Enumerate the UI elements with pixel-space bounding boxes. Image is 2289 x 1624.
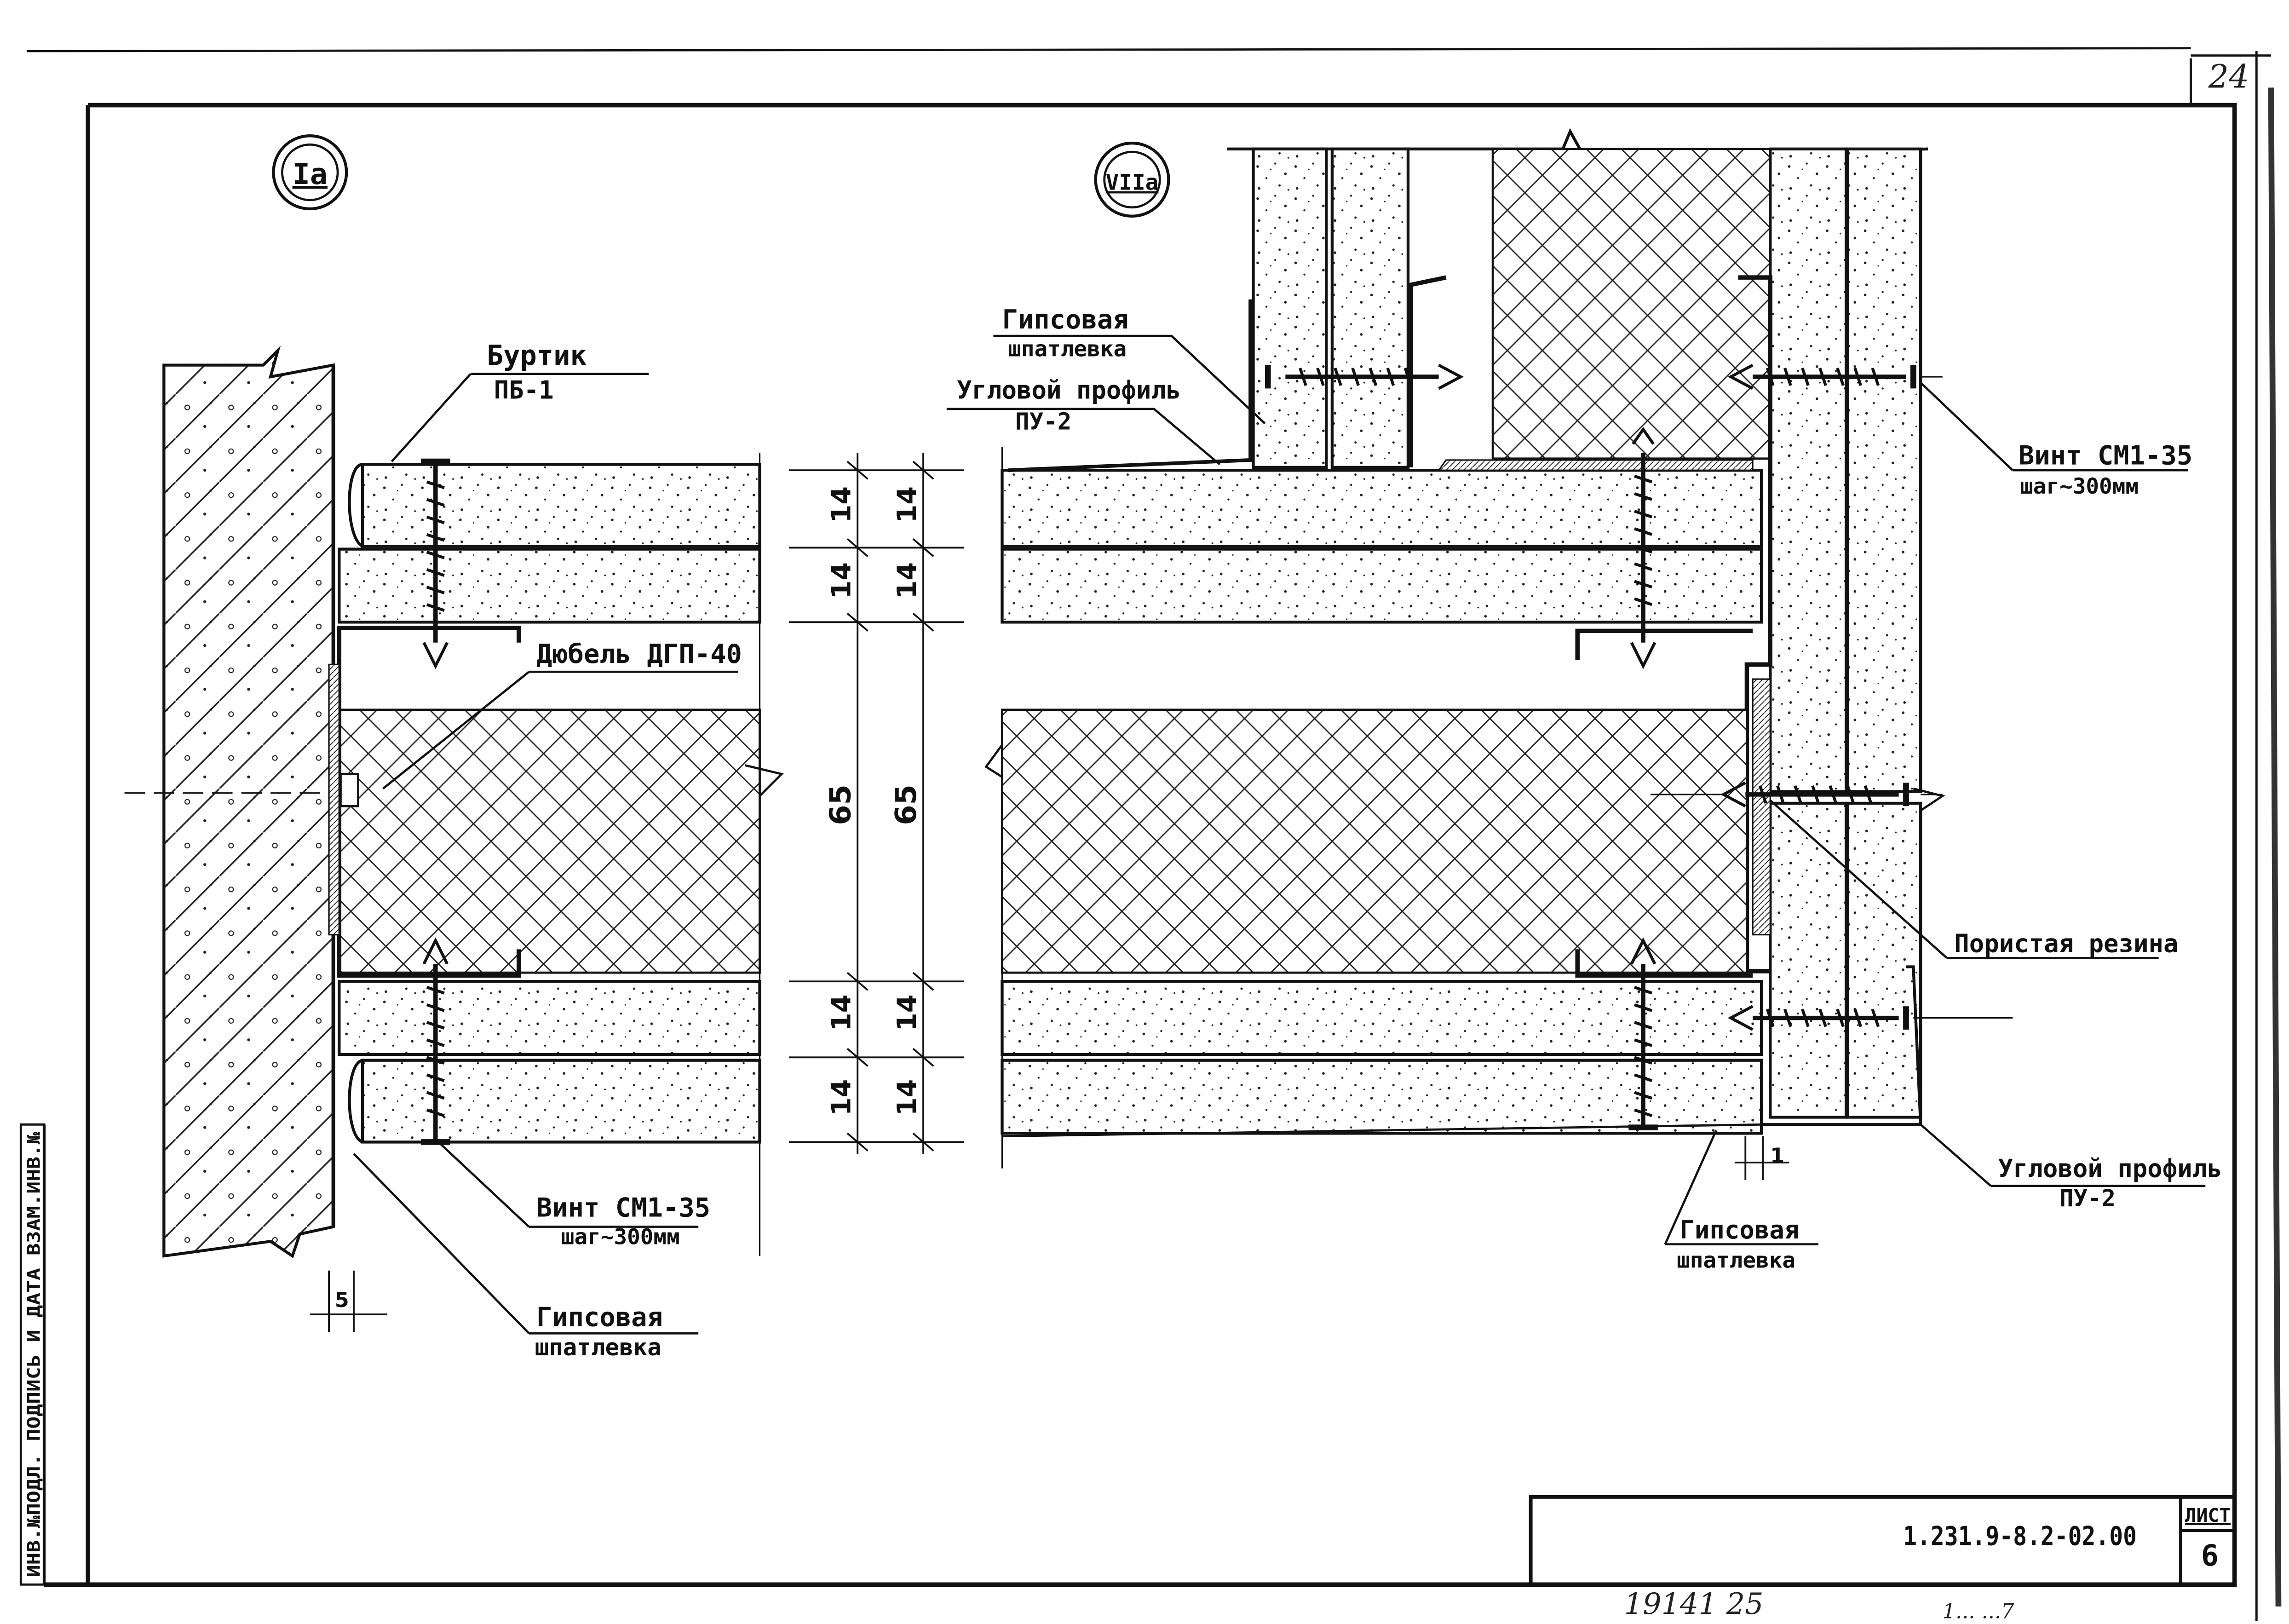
label-putty-bottom: Гипсовая шпатлевка	[1664, 1130, 1819, 1273]
screw-icon	[1630, 426, 1656, 669]
wall-board-right-1	[1769, 147, 1848, 793]
svg-text:1.231.9-8.2-02.00: 1.231.9-8.2-02.00	[1903, 1521, 2137, 1552]
svg-text:ПУ-2: ПУ-2	[2059, 1185, 2116, 1212]
label-burtik: Буртик ПБ-1	[391, 340, 649, 462]
wall-board-right-3	[1769, 801, 1848, 1119]
svg-text:Гипсовая: Гипсовая	[1679, 1215, 1799, 1244]
svg-text:Угловой профиль: Угловой профиль	[1998, 1154, 2222, 1183]
slab-board-2	[1001, 547, 1763, 624]
screw-icon	[1720, 781, 1909, 808]
label-corner-top: Угловой профиль ПУ-2	[946, 376, 1221, 466]
wall-board-top-1	[1252, 147, 1328, 469]
dim-values-a: 14 14 65 14 14	[823, 486, 857, 1116]
svg-text:5: 5	[335, 1289, 349, 1312]
screw-icon	[1727, 1005, 1909, 1031]
slab-board-1	[1001, 469, 1763, 548]
dim-values-b: 14 14 65 14 14	[889, 486, 923, 1116]
title-block: 1.231.9-8.2-02.00 ЛИСТ 6	[1529, 1495, 2237, 1587]
wall-board-right-4	[1846, 801, 1922, 1119]
detail-left	[124, 346, 784, 1258]
svg-text:65: 65	[823, 784, 857, 825]
board-4	[361, 1059, 761, 1144]
svg-text:14: 14	[892, 1079, 922, 1116]
label-screw-right: Винт СМ1-35 шаг~300мм	[1920, 381, 2192, 499]
svg-text:14: 14	[826, 486, 857, 523]
dim-chain-b	[876, 453, 964, 1154]
slab-board-4	[1001, 1059, 1763, 1135]
svg-text:14: 14	[892, 562, 922, 599]
side-stamp: ИНВ.№ПОДЛ. ПОДПИСЬ И ДАТА ВЗАМ.ИНВ.№	[19, 1123, 46, 1586]
svg-text:Винт СМ1-35: Винт СМ1-35	[536, 1192, 710, 1223]
label-dowel: Дюбель ДГП-40	[382, 639, 742, 790]
dim-gap-left: 5	[310, 1270, 388, 1332]
screw-icon	[421, 937, 450, 1145]
slab-insulation	[1001, 708, 1748, 974]
svg-text:шаг~300мм: шаг~300мм	[561, 1225, 680, 1250]
svg-text:14: 14	[892, 486, 922, 523]
label-corner-bottom: Угловой профиль ПУ-2	[1920, 1123, 2222, 1212]
svg-text:Гипсовая: Гипсовая	[1002, 305, 1128, 335]
dim-gap-right: 1	[1735, 1136, 1789, 1180]
svg-text:Пористая резина: Пористая резина	[1954, 929, 2178, 958]
svg-text:ПУ-2: ПУ-2	[1015, 408, 1071, 435]
svg-text:65: 65	[889, 784, 923, 825]
frame	[26, 47, 2282, 1621]
screw-icon	[1727, 363, 1916, 390]
masonry-wall	[162, 346, 335, 1258]
svg-text:шпатлевка: шпатлевка	[1008, 337, 1127, 362]
bottom-note: 19141 25	[1624, 1587, 1764, 1621]
label-putty-top: Гипсовая шпатлевка	[993, 305, 1266, 425]
svg-text:шпатлевка: шпатлевка	[535, 1334, 661, 1361]
detail-marker-right: VIIа	[1094, 141, 1170, 218]
wall-board-right-2	[1846, 147, 1922, 793]
bottom-note-right: 1... ...7	[1943, 1600, 2014, 1623]
detail-marker-left: Iа	[272, 134, 348, 211]
board-1	[361, 463, 761, 548]
svg-text:VIIа: VIIа	[1106, 170, 1159, 196]
svg-text:шпатлевка: шпатлевка	[1677, 1248, 1795, 1273]
screw-icon	[1265, 363, 1464, 390]
dim-chain-a	[789, 453, 877, 1154]
label-putty-left: Гипсовая шпатлевка	[353, 1153, 699, 1361]
board-3	[338, 980, 761, 1056]
page-number: 24	[2208, 58, 2249, 95]
svg-text:14: 14	[826, 1079, 857, 1116]
svg-text:ИНВ.№ПОДЛ. ПОДПИСЬ И ДАТА ВЗ: ИНВ.№ПОДЛ. ПОДПИСЬ И ДАТА ВЗАМ.ИНВ.№	[24, 1132, 44, 1577]
insulation-top	[1491, 148, 1771, 460]
svg-text:14: 14	[826, 995, 857, 1031]
label-rubber: Пористая резина	[1769, 799, 2178, 959]
svg-text:шаг~300мм: шаг~300мм	[2020, 474, 2139, 499]
svg-text:Гипсовая: Гипсовая	[536, 1302, 663, 1332]
svg-text:ЛИСТ: ЛИСТ	[2185, 1504, 2231, 1526]
wall-board-top-2	[1330, 147, 1410, 469]
screw-icon	[421, 458, 450, 669]
board-2	[338, 547, 761, 624]
svg-text:Буртик: Буртик	[487, 340, 587, 372]
label-screw-left: Винт СМ1-35 шаг~300мм	[437, 1141, 710, 1250]
screw-icon	[1628, 937, 1658, 1131]
svg-text:ПБ-1: ПБ-1	[494, 376, 554, 405]
insulation-core	[338, 708, 761, 974]
svg-text:14: 14	[892, 995, 922, 1031]
svg-text:1: 1	[1770, 1144, 1784, 1168]
svg-text:Винт СМ1-35: Винт СМ1-35	[2019, 440, 2192, 471]
svg-text:6: 6	[2201, 1538, 2219, 1572]
svg-text:Iа: Iа	[293, 157, 328, 191]
detail-right	[984, 128, 2013, 1169]
svg-text:Дюбель ДГП-40: Дюбель ДГП-40	[536, 639, 742, 669]
svg-text:Угловой профиль: Угловой профиль	[957, 376, 1181, 405]
svg-text:14: 14	[826, 562, 857, 599]
slab-board-3	[1001, 980, 1763, 1056]
